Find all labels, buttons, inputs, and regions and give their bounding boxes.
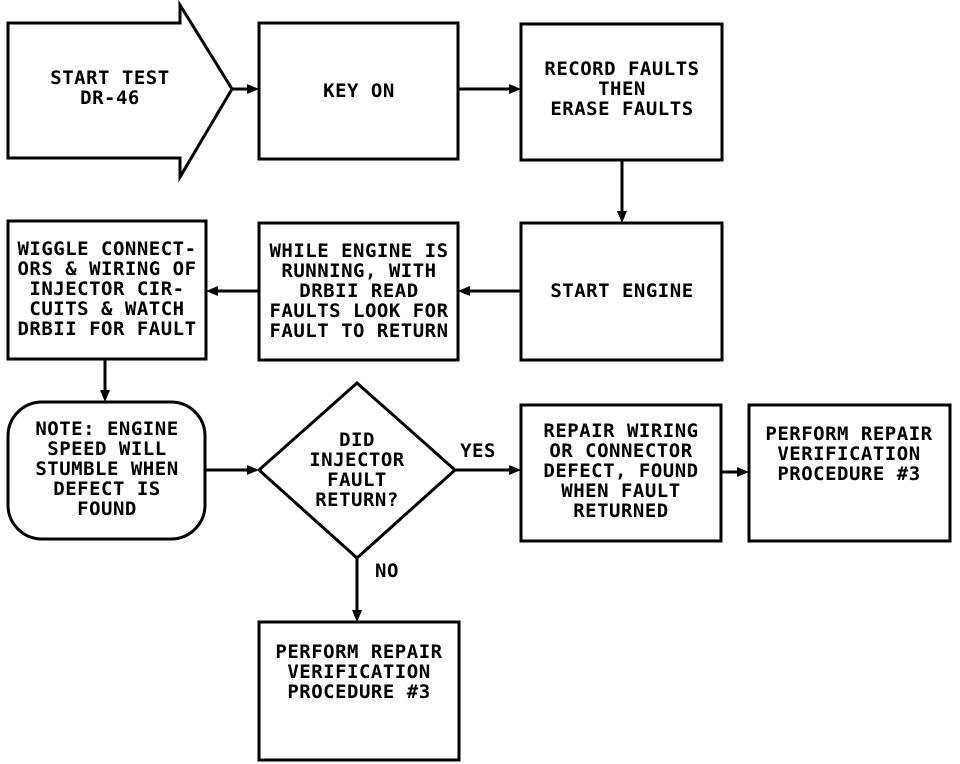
start-arrow-shape [6,0,234,183]
repair-box [519,403,723,543]
record-to-startengine-arrowhead [617,211,627,223]
keyon-to-record-arrowhead [509,84,521,94]
decision-no-arrowhead [352,610,362,622]
start-test-label: START TEST DR-46 [50,67,170,109]
repair-label: REPAIR WIRING OR CONNECTOR DEFECT, FOUND… [543,420,699,522]
startengine-to-while-arrowhead [458,286,470,296]
while-running-label: WHILE ENGINE IS RUNNING, WITH DRBII READ… [269,240,449,342]
verify-bottom-box [257,620,461,762]
key-on-box [257,21,460,161]
note-to-decision-arrowhead [247,465,259,475]
verify-right-box [747,403,952,543]
yes-label: YES [460,440,496,462]
start-engine-box [519,221,724,362]
record-faults-label: RECORD FAULTS THEN ERASE FAULTS [544,58,700,120]
key-on-label: KEY ON [323,80,395,102]
repair-to-verify-arrowhead [737,467,749,477]
wiggle-box [6,219,208,361]
while-to-wiggle-arrowhead [206,286,218,296]
decision-label: DID INJECTOR FAULT RETURN? [309,429,405,511]
wiggle-to-note-arrowhead [100,390,110,402]
note-label: NOTE: ENGINE SPEED WILL STUMBLE WHEN DEF… [35,418,179,520]
wiggle-label: WIGGLE CONNECT- ORS & WIRING OF INJECTOR… [17,238,197,340]
start-engine-label: START ENGINE [550,280,694,302]
start-to-keyon-arrowhead [247,84,259,94]
decision-yes-arrowhead [509,465,521,475]
verify-bottom-label: PERFORM REPAIR VERIFICATION PROCEDURE #3 [275,641,443,703]
while-running-box [257,221,460,362]
verify-right-label: PERFORM REPAIR VERIFICATION PROCEDURE #3 [765,423,933,485]
no-label: NO [375,560,399,582]
